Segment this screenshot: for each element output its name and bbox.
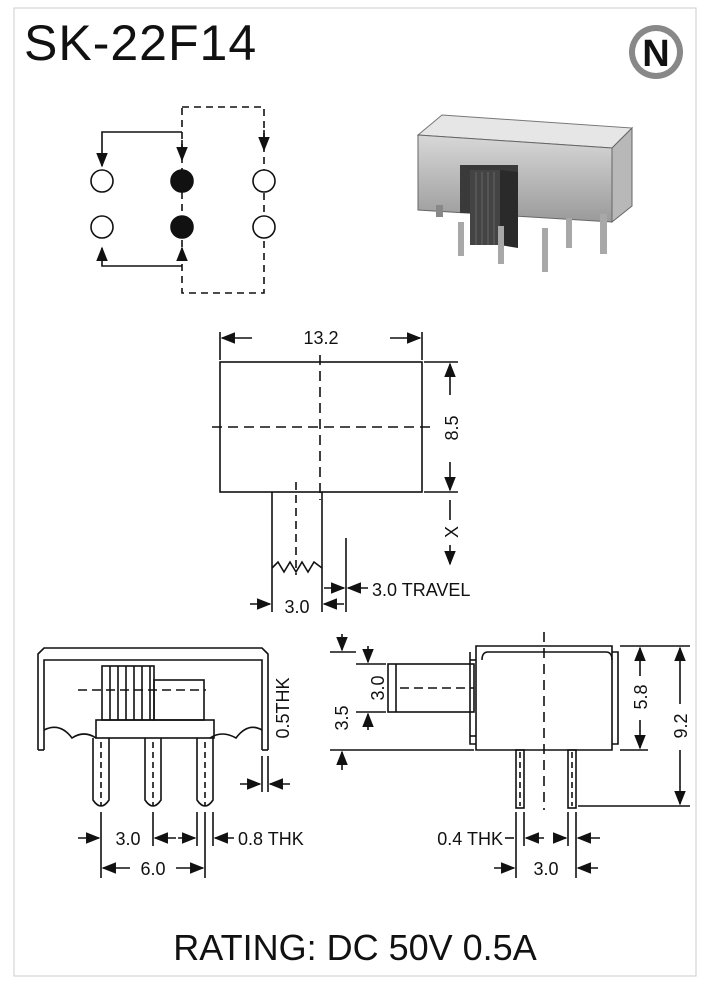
dim-3-5: 3.5 bbox=[332, 705, 352, 730]
logo-letter: N bbox=[642, 33, 669, 75]
brand-logo: N bbox=[629, 25, 683, 79]
dim-0-5-thk: 0.5THK bbox=[273, 677, 293, 738]
dim-8-5: 8.5 bbox=[442, 415, 462, 440]
top-view-labels: 13.2 8.5 X 3.0 3.0 TRAVEL bbox=[284, 328, 470, 617]
page-border bbox=[13, 7, 697, 977]
front-view-drawing bbox=[37, 647, 290, 878]
dim-x: X bbox=[442, 526, 462, 538]
dim-end-pin-pitch: 3.0 bbox=[533, 859, 558, 879]
dim-pin-pitch: 3.0 bbox=[115, 829, 140, 849]
dim-6-0: 6.0 bbox=[140, 859, 165, 879]
dim-lever-3-0: 3.0 bbox=[284, 597, 309, 617]
dim-travel: 3.0 TRAVEL bbox=[372, 580, 470, 600]
dim-9-2: 9.2 bbox=[671, 713, 691, 738]
end-view-drawing bbox=[330, 632, 690, 878]
dim-0-8-thk: 0.8 THK bbox=[238, 829, 304, 849]
end-view-labels: 3.0 3.5 5.8 9.2 0.4 THK 3.0 bbox=[332, 675, 691, 879]
dim-0-4-thk: 0.4 THK bbox=[437, 829, 503, 849]
part-number-title: SK-22F14 bbox=[24, 15, 258, 71]
dim-13-2: 13.2 bbox=[303, 328, 338, 348]
rating-text: RATING: DC 50V 0.5A bbox=[173, 927, 537, 968]
dim-5-8: 5.8 bbox=[631, 684, 651, 709]
dim-end-3-0: 3.0 bbox=[368, 675, 388, 700]
top-view-drawing bbox=[212, 332, 458, 612]
circuit-schematic bbox=[90, 106, 276, 294]
front-view-labels: 0.5THK 3.0 0.8 THK 6.0 bbox=[115, 677, 303, 879]
switch-photo bbox=[416, 114, 634, 272]
